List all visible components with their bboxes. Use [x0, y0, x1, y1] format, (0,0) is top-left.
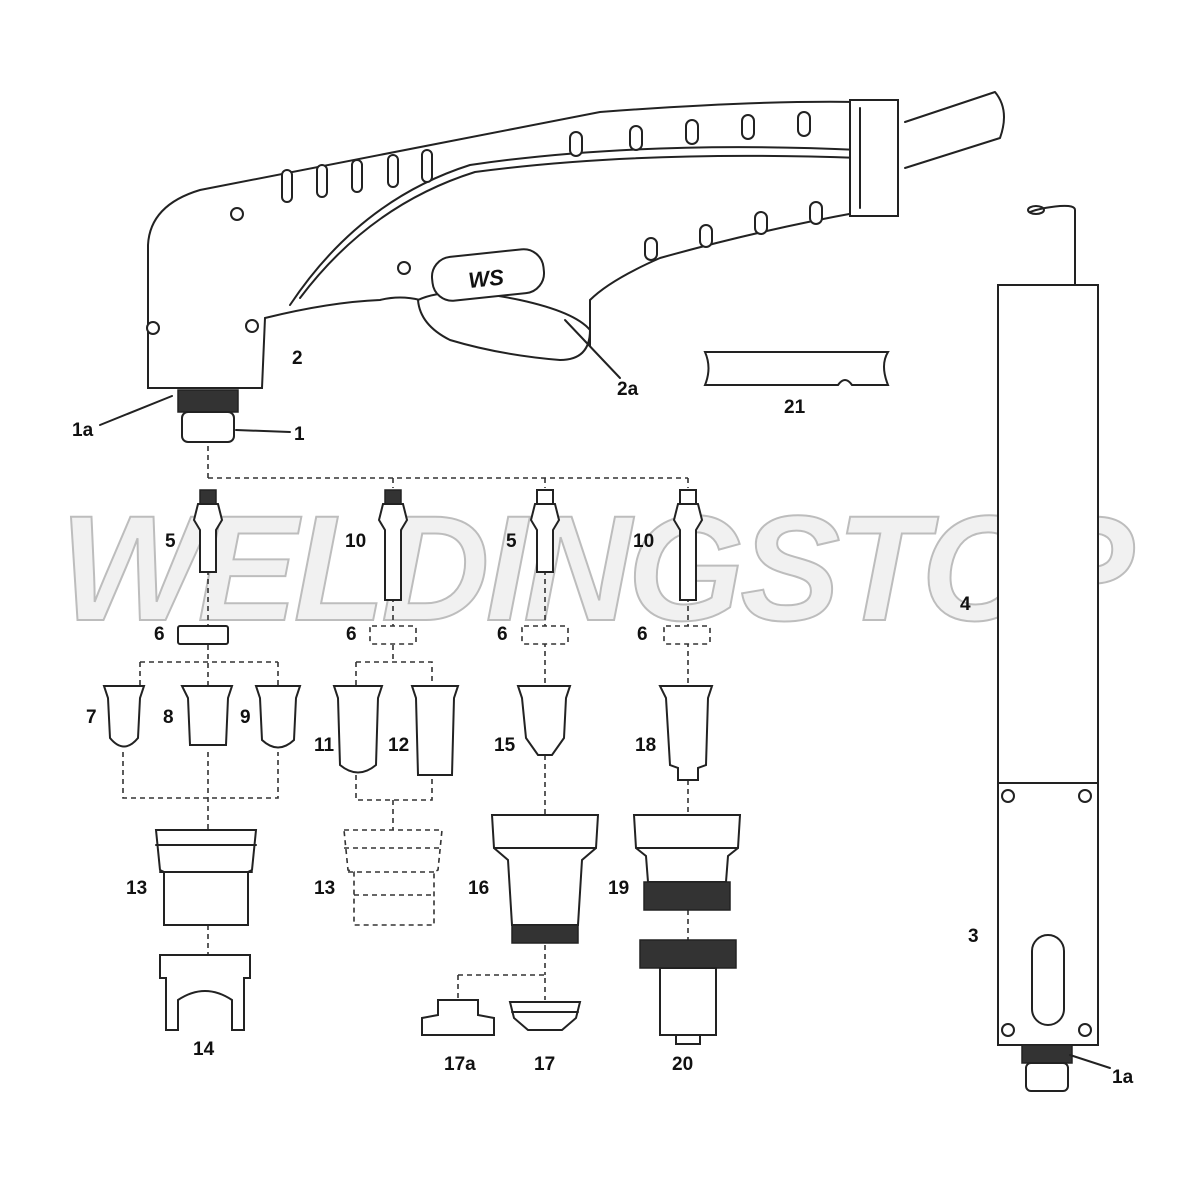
label-19: 19	[608, 878, 629, 899]
label-6b: 6	[346, 624, 357, 645]
machine-torch	[997, 204, 1099, 1092]
label-1a: 1a	[72, 420, 94, 441]
shield-17	[508, 1001, 582, 1031]
torch-head-1a	[177, 389, 239, 413]
label-6d: 6	[637, 624, 648, 645]
label-machine-1a: 1a	[1112, 1067, 1134, 1088]
label-4: 4	[960, 594, 971, 615]
torch-seam-inner	[299, 154, 861, 299]
label-12: 12	[388, 735, 409, 756]
tip-9	[254, 685, 302, 749]
leader-1	[235, 429, 291, 433]
label-16: 16	[468, 878, 489, 899]
electrode-10a	[377, 489, 409, 601]
torch-seam	[289, 146, 861, 306]
label-14: 14	[193, 1039, 215, 1060]
label-10a: 10	[345, 531, 366, 552]
shield-cup-13b	[343, 829, 443, 926]
label-8: 8	[163, 707, 174, 728]
electrode-10b	[672, 489, 704, 601]
label-21: 21	[784, 397, 806, 418]
label-3: 3	[968, 926, 979, 947]
label-15: 15	[494, 735, 516, 756]
screws	[146, 207, 411, 335]
label-20: 20	[672, 1054, 693, 1075]
torch-logo: WS	[467, 264, 505, 293]
torch-head-1	[181, 411, 235, 443]
label-10b: 10	[633, 531, 654, 552]
tip-12	[410, 685, 460, 776]
part-20	[639, 939, 737, 1045]
drag-guide-14	[159, 954, 251, 1031]
machine-torch-barrel	[997, 284, 1099, 784]
part-21-strip	[703, 351, 890, 386]
tip-7	[102, 685, 146, 748]
label-17a: 17a	[444, 1054, 476, 1075]
leader-machine-1a	[1069, 1054, 1111, 1069]
watermark: WELDINGSTOP	[60, 484, 1135, 652]
diffuser-6d	[663, 625, 711, 645]
diffuser-6a	[177, 625, 229, 645]
label-1: 1	[294, 424, 305, 445]
logo-plate	[430, 248, 546, 302]
label-2: 2	[292, 348, 303, 369]
tip-18	[658, 685, 714, 781]
tip-15	[516, 685, 572, 756]
tip-11	[332, 685, 384, 774]
label-13a: 13	[126, 878, 147, 899]
electrode-5a	[192, 489, 224, 573]
shield-cup-13a	[154, 829, 258, 926]
label-5a: 5	[165, 531, 176, 552]
label-7: 7	[86, 707, 97, 728]
retaining-cup-16	[490, 814, 600, 944]
leader-1a	[99, 395, 173, 426]
label-13b: 13	[314, 878, 335, 899]
label-18: 18	[635, 735, 656, 756]
machine-torch-slot	[1031, 934, 1065, 1026]
label-6c: 6	[497, 624, 508, 645]
grip-slots	[281, 111, 823, 261]
machine-head-1a	[1021, 1044, 1073, 1064]
torch-cable	[904, 91, 1005, 169]
leader-2a	[564, 319, 621, 379]
diffuser-6c	[521, 625, 569, 645]
electrode-5b	[529, 489, 561, 573]
diffuser-6b	[369, 625, 417, 645]
label-2a: 2a	[617, 379, 639, 400]
label-5b: 5	[506, 531, 517, 552]
label-9: 9	[240, 707, 251, 728]
label-11: 11	[314, 735, 335, 756]
label-17: 17	[534, 1054, 555, 1075]
label-6a: 6	[154, 624, 165, 645]
shield-17a	[421, 999, 495, 1036]
handle-collar	[849, 99, 899, 217]
tip-8	[180, 685, 234, 746]
hand-torch: WS	[146, 91, 1005, 443]
retaining-cup-19	[632, 814, 742, 911]
